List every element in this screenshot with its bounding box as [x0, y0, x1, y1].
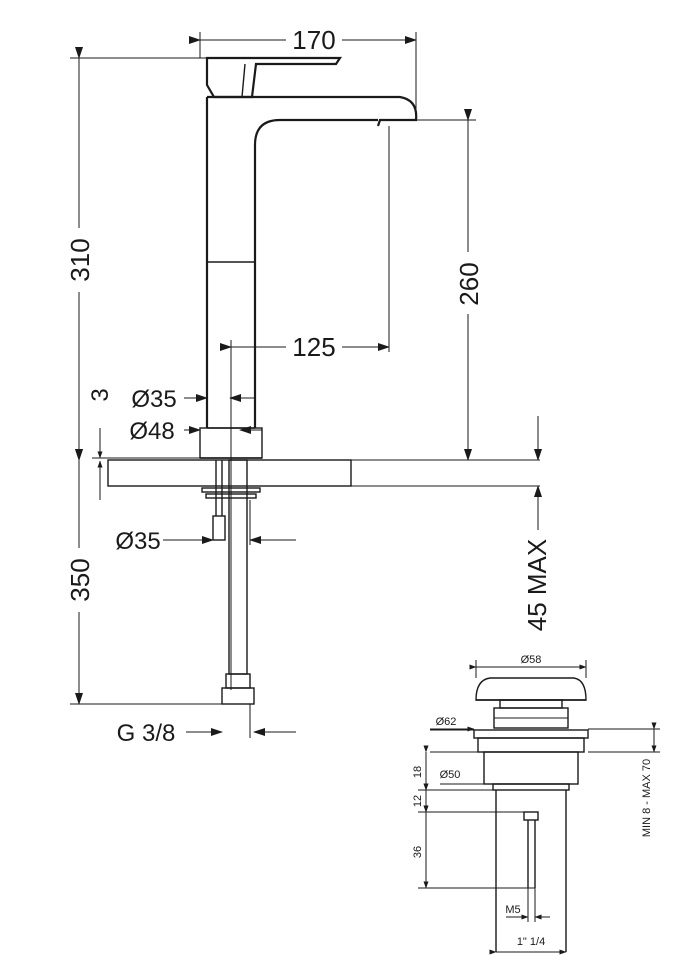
dim-range: MIN 8 - MAX 70 [641, 759, 653, 837]
dim-hose-length: 350 [65, 558, 95, 601]
dim-rod-length: 36 [412, 846, 424, 858]
waste-cap [475, 677, 587, 701]
waste-drawing: Ø58 Ø62 Ø50 18 12 36 M5 1" 1/4 MIN 8 [412, 654, 660, 955]
dim-outlet: 1" 1/4 [517, 936, 545, 948]
dim-total-height: 310 [65, 238, 95, 281]
dim-spout-height: 260 [454, 262, 484, 305]
dim-shank-diameter: Ø35 [115, 528, 160, 555]
dim-max-thickness: 45 MAX [522, 539, 552, 632]
dim-base-gap: 3 [87, 388, 114, 401]
dim-body-diameter: Ø50 [440, 769, 461, 781]
dim-body-diameter: Ø35 [131, 386, 176, 413]
dim-spout-reach: 125 [292, 332, 335, 362]
dim-connection: G 3/8 [117, 720, 176, 747]
dim-body-height: 18 [412, 766, 424, 778]
dim-cap-diameter: Ø58 [521, 654, 542, 666]
dim-mid-height: 12 [412, 795, 424, 807]
dim-flange-diameter: Ø62 [436, 716, 457, 728]
mixer-drawing: 170 310 260 125 Ø35 Ø48 3 Ø35 [65, 25, 552, 747]
waste-body [483, 751, 579, 785]
mixer-handle [205, 56, 343, 99]
dim-thread: M5 [505, 904, 520, 916]
dim-total-width: 170 [292, 25, 335, 55]
mixer-body [205, 56, 418, 429]
dim-base-diameter: Ø48 [129, 418, 174, 445]
